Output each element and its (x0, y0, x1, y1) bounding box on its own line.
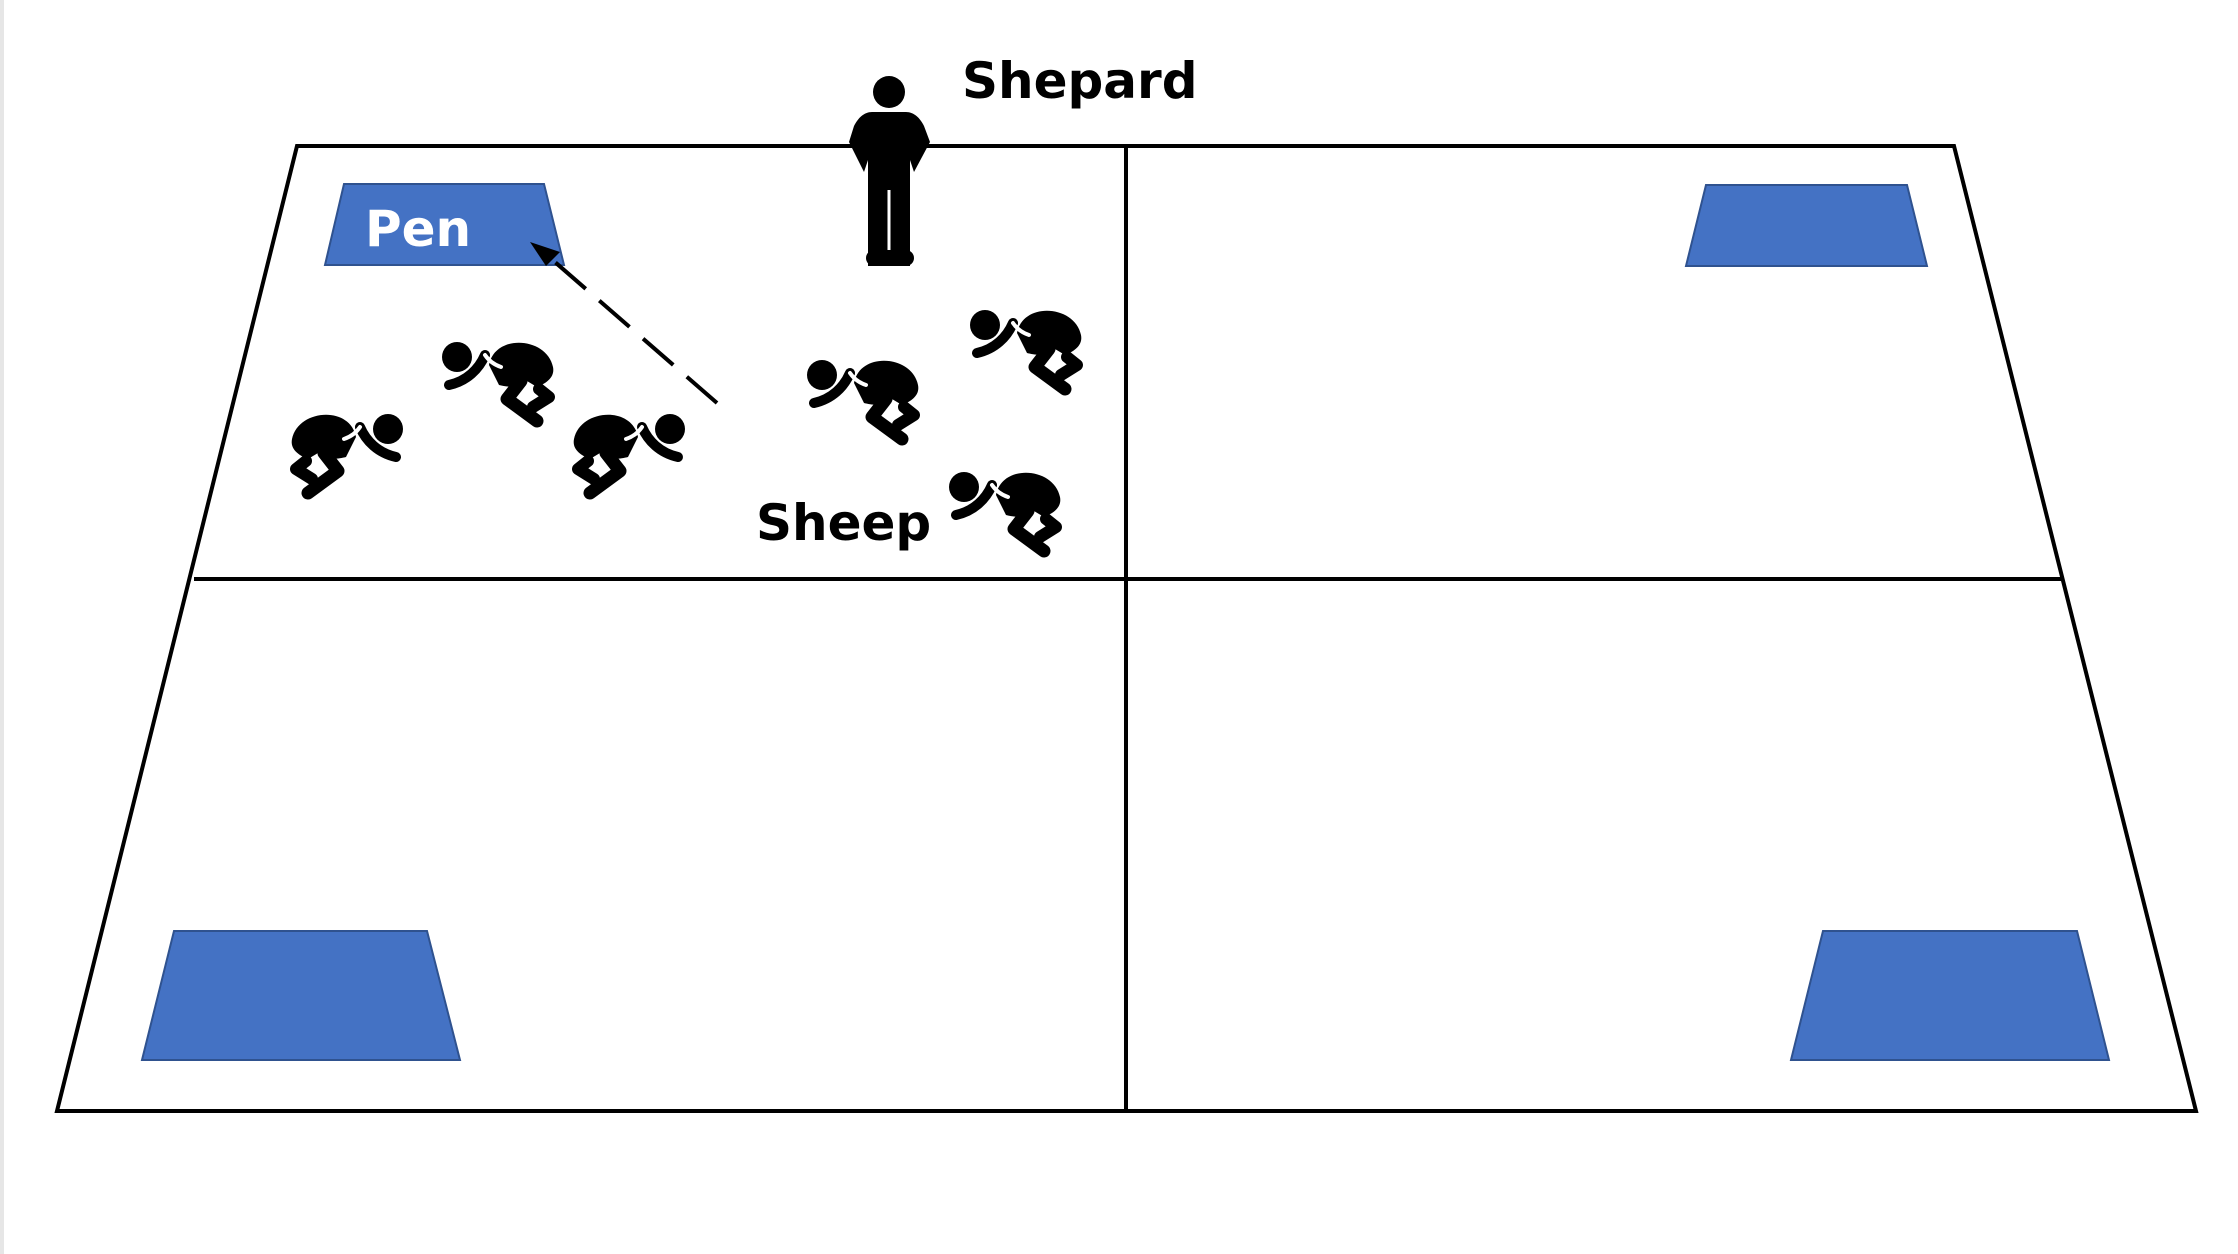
pen-top-right (1684, 184, 1929, 267)
left-edge-strip (0, 0, 4, 1254)
arrow-head (530, 242, 560, 266)
herding-path-arrow (546, 254, 719, 405)
sheep-label: Sheep (756, 494, 931, 552)
pen-top-left (323, 183, 566, 266)
shepherd-label: Shepard (962, 52, 1198, 110)
pen-bottom-left (140, 930, 462, 1061)
pen-label: Pen (365, 200, 471, 258)
shepherd-icon (849, 76, 930, 266)
pen-bottom-right (1789, 930, 2111, 1061)
